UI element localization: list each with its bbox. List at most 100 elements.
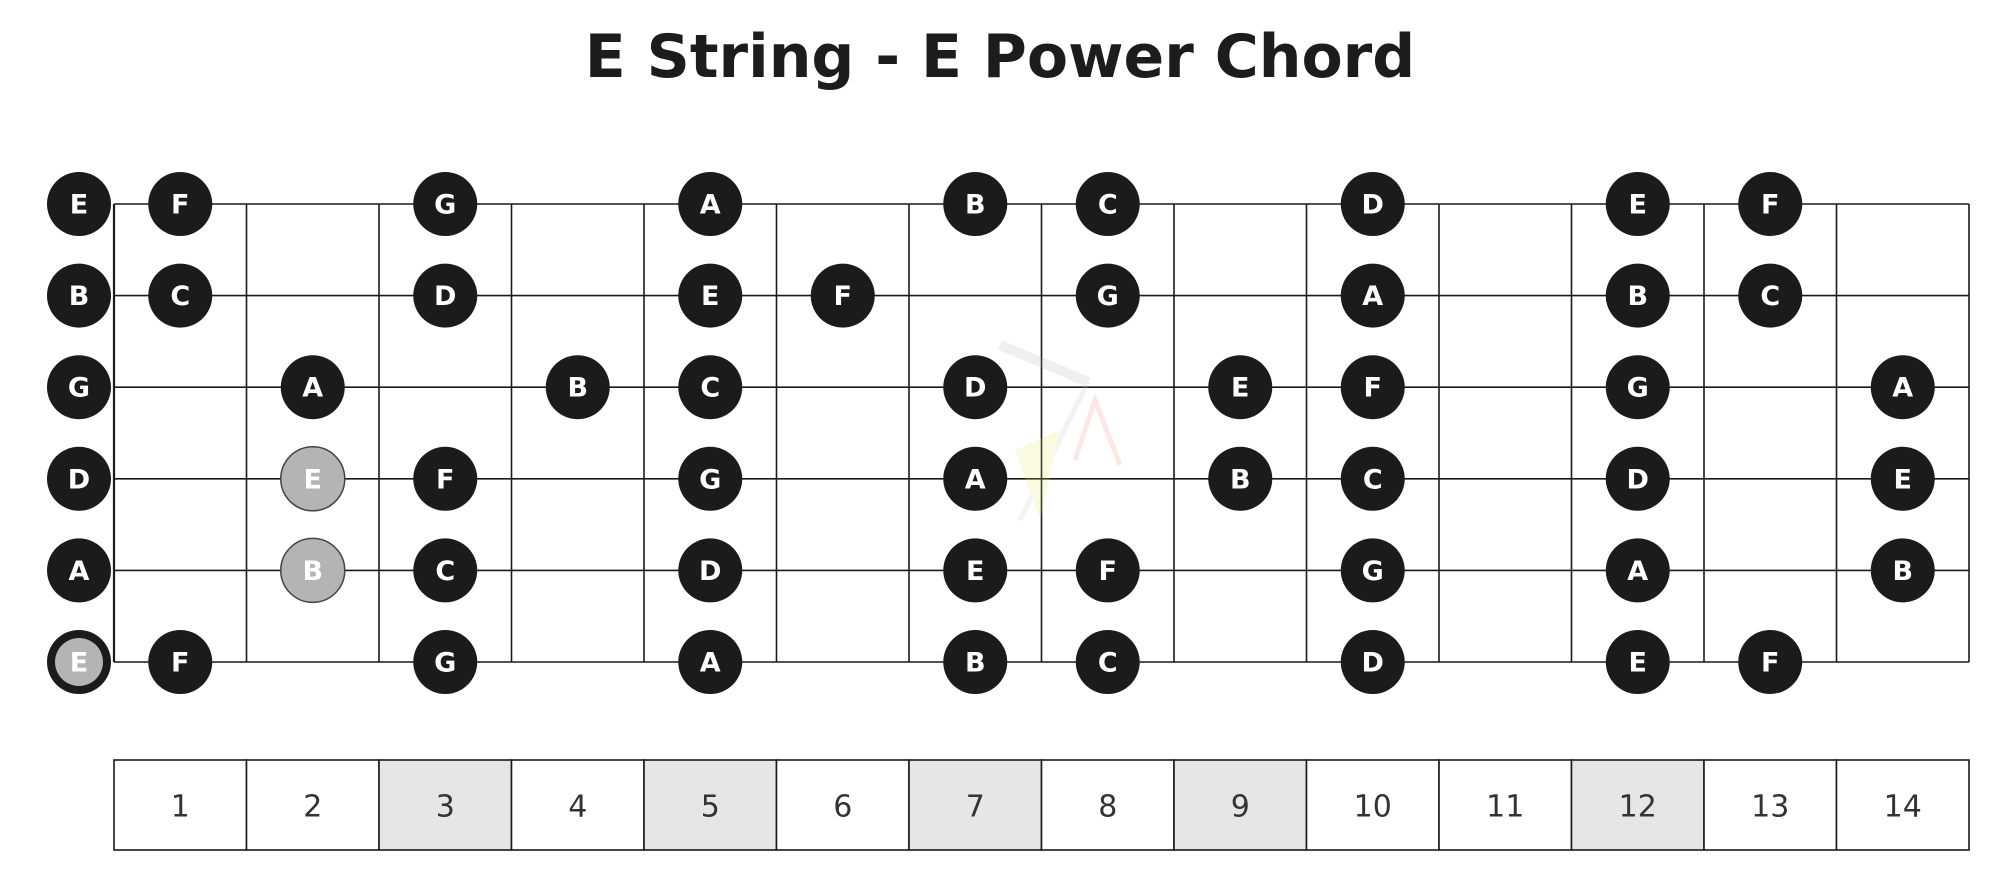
note-marker: B xyxy=(47,263,111,328)
note-marker: E xyxy=(1605,630,1670,694)
note-circle xyxy=(413,263,478,328)
note-circle xyxy=(1208,355,1273,420)
note-circle xyxy=(678,630,743,694)
note-label: D xyxy=(1627,464,1649,495)
note-marker: B xyxy=(1605,263,1670,328)
note-label: F xyxy=(1761,190,1779,221)
note-marker: G xyxy=(47,355,111,420)
note-circle xyxy=(943,630,1008,694)
note-circle xyxy=(1870,538,1935,603)
note-marker: E xyxy=(1870,446,1935,511)
note-label: B xyxy=(965,190,986,221)
fret-number-cell xyxy=(1835,759,1970,851)
fret-number-label: 5 xyxy=(701,790,720,825)
note-label: A xyxy=(700,648,721,679)
note-marker: B xyxy=(545,355,610,420)
note-label: E xyxy=(304,464,322,495)
chord-highlight-circle xyxy=(55,638,103,686)
note-label: F xyxy=(1364,373,1382,404)
note-label: B xyxy=(69,281,90,312)
note-label: G xyxy=(434,648,456,679)
note-label: B xyxy=(965,648,986,679)
note-label: E xyxy=(1629,190,1647,221)
fret-number-cell xyxy=(1703,759,1838,851)
note-circle xyxy=(678,355,743,420)
note-marker: F xyxy=(810,263,875,328)
note-marker: A xyxy=(1340,263,1405,328)
fret-number-label: 1 xyxy=(171,790,190,825)
note-marker: A xyxy=(1870,355,1935,420)
note-marker: G xyxy=(413,172,478,236)
fret-lines xyxy=(112,204,1970,662)
note-label: B xyxy=(1892,556,1913,587)
note-circle xyxy=(1870,446,1935,511)
note-circle xyxy=(413,446,478,511)
note-circle xyxy=(47,355,111,420)
fret-number-cell xyxy=(1305,759,1440,851)
note-marker: E xyxy=(1605,172,1670,236)
note-marker: C xyxy=(1340,446,1405,511)
note-label: C xyxy=(170,281,190,312)
note-label: F xyxy=(1099,556,1117,587)
note-marker: E xyxy=(1208,355,1273,420)
note-label: B xyxy=(567,373,588,404)
note-label: D xyxy=(68,464,90,495)
note-label: A xyxy=(700,190,721,221)
note-label: D xyxy=(964,373,986,404)
note-label: A xyxy=(1892,373,1913,404)
note-marker: A xyxy=(280,355,345,420)
note-marker: B xyxy=(1208,446,1273,511)
note-circle xyxy=(1738,263,1803,328)
note-circle xyxy=(1605,263,1670,328)
note-marker: E xyxy=(943,538,1008,603)
note-circle xyxy=(280,355,345,420)
fret-number-cell xyxy=(245,759,380,851)
fret-number-cell xyxy=(510,759,645,851)
note-label: B xyxy=(1230,464,1251,495)
note-label: C xyxy=(1760,281,1780,312)
note-label: C xyxy=(1098,190,1118,221)
note-label: F xyxy=(171,648,189,679)
note-circle xyxy=(47,446,111,511)
fret-number-label: 2 xyxy=(303,790,322,825)
note-circle xyxy=(1075,538,1140,603)
note-circle xyxy=(413,172,478,236)
note-circle xyxy=(1340,538,1405,603)
fret-number-label: 14 xyxy=(1884,790,1922,825)
note-label: A xyxy=(302,373,323,404)
note-circle xyxy=(1075,263,1140,328)
note-label: A xyxy=(1362,281,1383,312)
note-label: G xyxy=(1627,373,1649,404)
note-circle xyxy=(148,263,213,328)
note-marker: G xyxy=(1605,355,1670,420)
note-label: F xyxy=(1761,648,1779,679)
note-circle xyxy=(943,172,1008,236)
note-marker: G xyxy=(1340,538,1405,603)
note-marker: C xyxy=(148,263,213,328)
fret-number-label: 13 xyxy=(1751,790,1789,825)
note-circle xyxy=(678,446,743,511)
note-label: B xyxy=(1627,281,1648,312)
note-marker: F xyxy=(148,172,213,236)
fret-number-label: 6 xyxy=(833,790,852,825)
fret-number-label: 9 xyxy=(1231,790,1250,825)
note-circle xyxy=(1605,355,1670,420)
note-circle xyxy=(47,538,111,603)
fret-number-label: 10 xyxy=(1354,790,1392,825)
note-label: E xyxy=(70,648,88,679)
note-label: G xyxy=(68,373,90,404)
note-marker: F xyxy=(413,446,478,511)
fret-number-cell xyxy=(643,759,778,851)
note-marker: A xyxy=(678,630,743,694)
note-label: G xyxy=(434,190,456,221)
note-circle xyxy=(943,446,1008,511)
chord-note-marker: B xyxy=(280,537,346,604)
note-marker: D xyxy=(943,355,1008,420)
note-circle xyxy=(1340,263,1405,328)
note-marker: A xyxy=(1605,538,1670,603)
note-marker: C xyxy=(1738,263,1803,328)
note-label: F xyxy=(834,281,852,312)
note-label: B xyxy=(302,556,323,587)
note-marker: C xyxy=(413,538,478,603)
note-label: D xyxy=(699,556,721,587)
